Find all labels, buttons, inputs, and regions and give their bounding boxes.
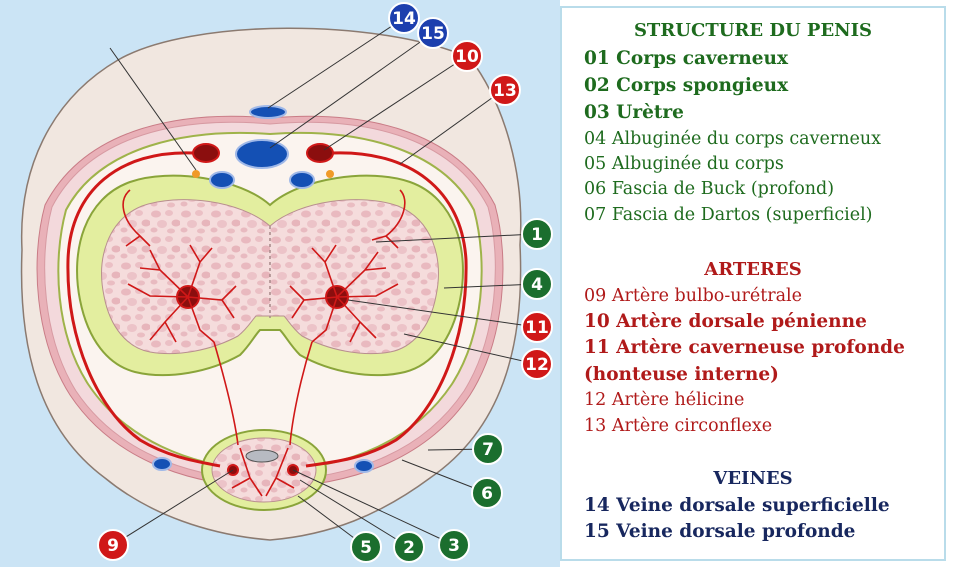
penis-cross-section-diagram: 14 15 10 13 1 4 11 12 7 6 3 2 <box>0 0 560 567</box>
leader-lines <box>109 17 537 548</box>
callout-4: 4 <box>521 268 553 300</box>
veine-dorsale-superficielle <box>249 105 287 119</box>
svg-text:14: 14 <box>392 9 416 29</box>
svg-text:6: 6 <box>481 484 493 504</box>
legend-item-15: 15 Veine dorsale profonde <box>584 521 856 542</box>
callout-1: 1 <box>521 218 553 250</box>
callout-13: 13 <box>489 74 521 106</box>
callout-5: 5 <box>350 531 382 563</box>
legend-item-09: 09 Artère bulbo-urétrale <box>584 286 803 306</box>
legend-item-07: 07 Fascia de Dartos (superficiel) <box>584 205 873 225</box>
legend-item-13: 13 Artère circonflexe <box>584 416 773 436</box>
svg-text:15: 15 <box>421 24 445 44</box>
veine-dorsale-profonde <box>235 139 289 169</box>
nerf-dorsal-droit <box>326 170 334 178</box>
legend-item-14: 14 Veine dorsale superficielle <box>584 495 890 516</box>
nerf-dorsal-gauche <box>192 170 200 178</box>
legend-item-02: 02 Corps spongieux <box>584 75 789 96</box>
veine-circonflexe-gauche <box>209 171 235 189</box>
legend-item-11: 11 Artère caverneuse profonde <box>584 337 905 358</box>
svg-text:5: 5 <box>360 538 372 558</box>
callout-2: 2 <box>393 531 425 563</box>
svg-text:9: 9 <box>107 536 119 556</box>
arteres-helicines <box>122 189 406 497</box>
callout-10: 10 <box>451 40 483 72</box>
callout-7: 7 <box>472 433 504 465</box>
callout-15: 15 <box>417 17 449 49</box>
svg-text:3: 3 <box>448 536 460 556</box>
veine-laterale-droite <box>354 459 374 473</box>
veines-title: VEINES <box>713 468 793 489</box>
legend-item-06: 06 Fascia de Buck (profond) <box>584 179 835 199</box>
callout-12: 12 <box>521 348 553 380</box>
uretre <box>245 449 279 463</box>
veine-laterale-gauche <box>152 457 172 471</box>
arteres-title: ARTERES <box>704 259 802 280</box>
artere-dorsale-gauche <box>192 143 220 163</box>
svg-text:12: 12 <box>525 355 549 375</box>
veine-circonflexe-droite <box>289 171 315 189</box>
svg-text:4: 4 <box>531 275 543 295</box>
svg-text:10: 10 <box>455 47 479 67</box>
legend-item-05: 05 Albuginée du corps <box>584 154 784 174</box>
legend-item-12: 12 Artère hélicine <box>584 390 745 410</box>
artere-circonflexe <box>66 151 468 468</box>
svg-text:13: 13 <box>493 81 517 101</box>
legend-panel: STRUCTURE DU PENIS 01 Corps caverneux 02… <box>560 6 946 561</box>
svg-text:7: 7 <box>482 440 494 460</box>
callout-11: 11 <box>521 311 553 343</box>
legend-item-03: 03 Urètre <box>584 102 684 123</box>
callout-9: 9 <box>97 529 129 561</box>
svg-text:2: 2 <box>403 538 415 558</box>
legend-item-11-cont: (honteuse interne) <box>584 364 779 385</box>
callout-6: 6 <box>471 477 503 509</box>
callout-14: 14 <box>388 2 420 34</box>
legend-item-01: 01 Corps caverneux <box>584 48 789 69</box>
legend-item-04: 04 Albuginée du corps caverneux <box>584 129 881 149</box>
callout-3: 3 <box>438 529 470 561</box>
legend-item-10: 10 Artère dorsale pénienne <box>584 311 867 332</box>
svg-text:1: 1 <box>531 225 543 245</box>
svg-text:11: 11 <box>525 318 549 338</box>
structure-title: STRUCTURE DU PENIS <box>633 20 873 41</box>
